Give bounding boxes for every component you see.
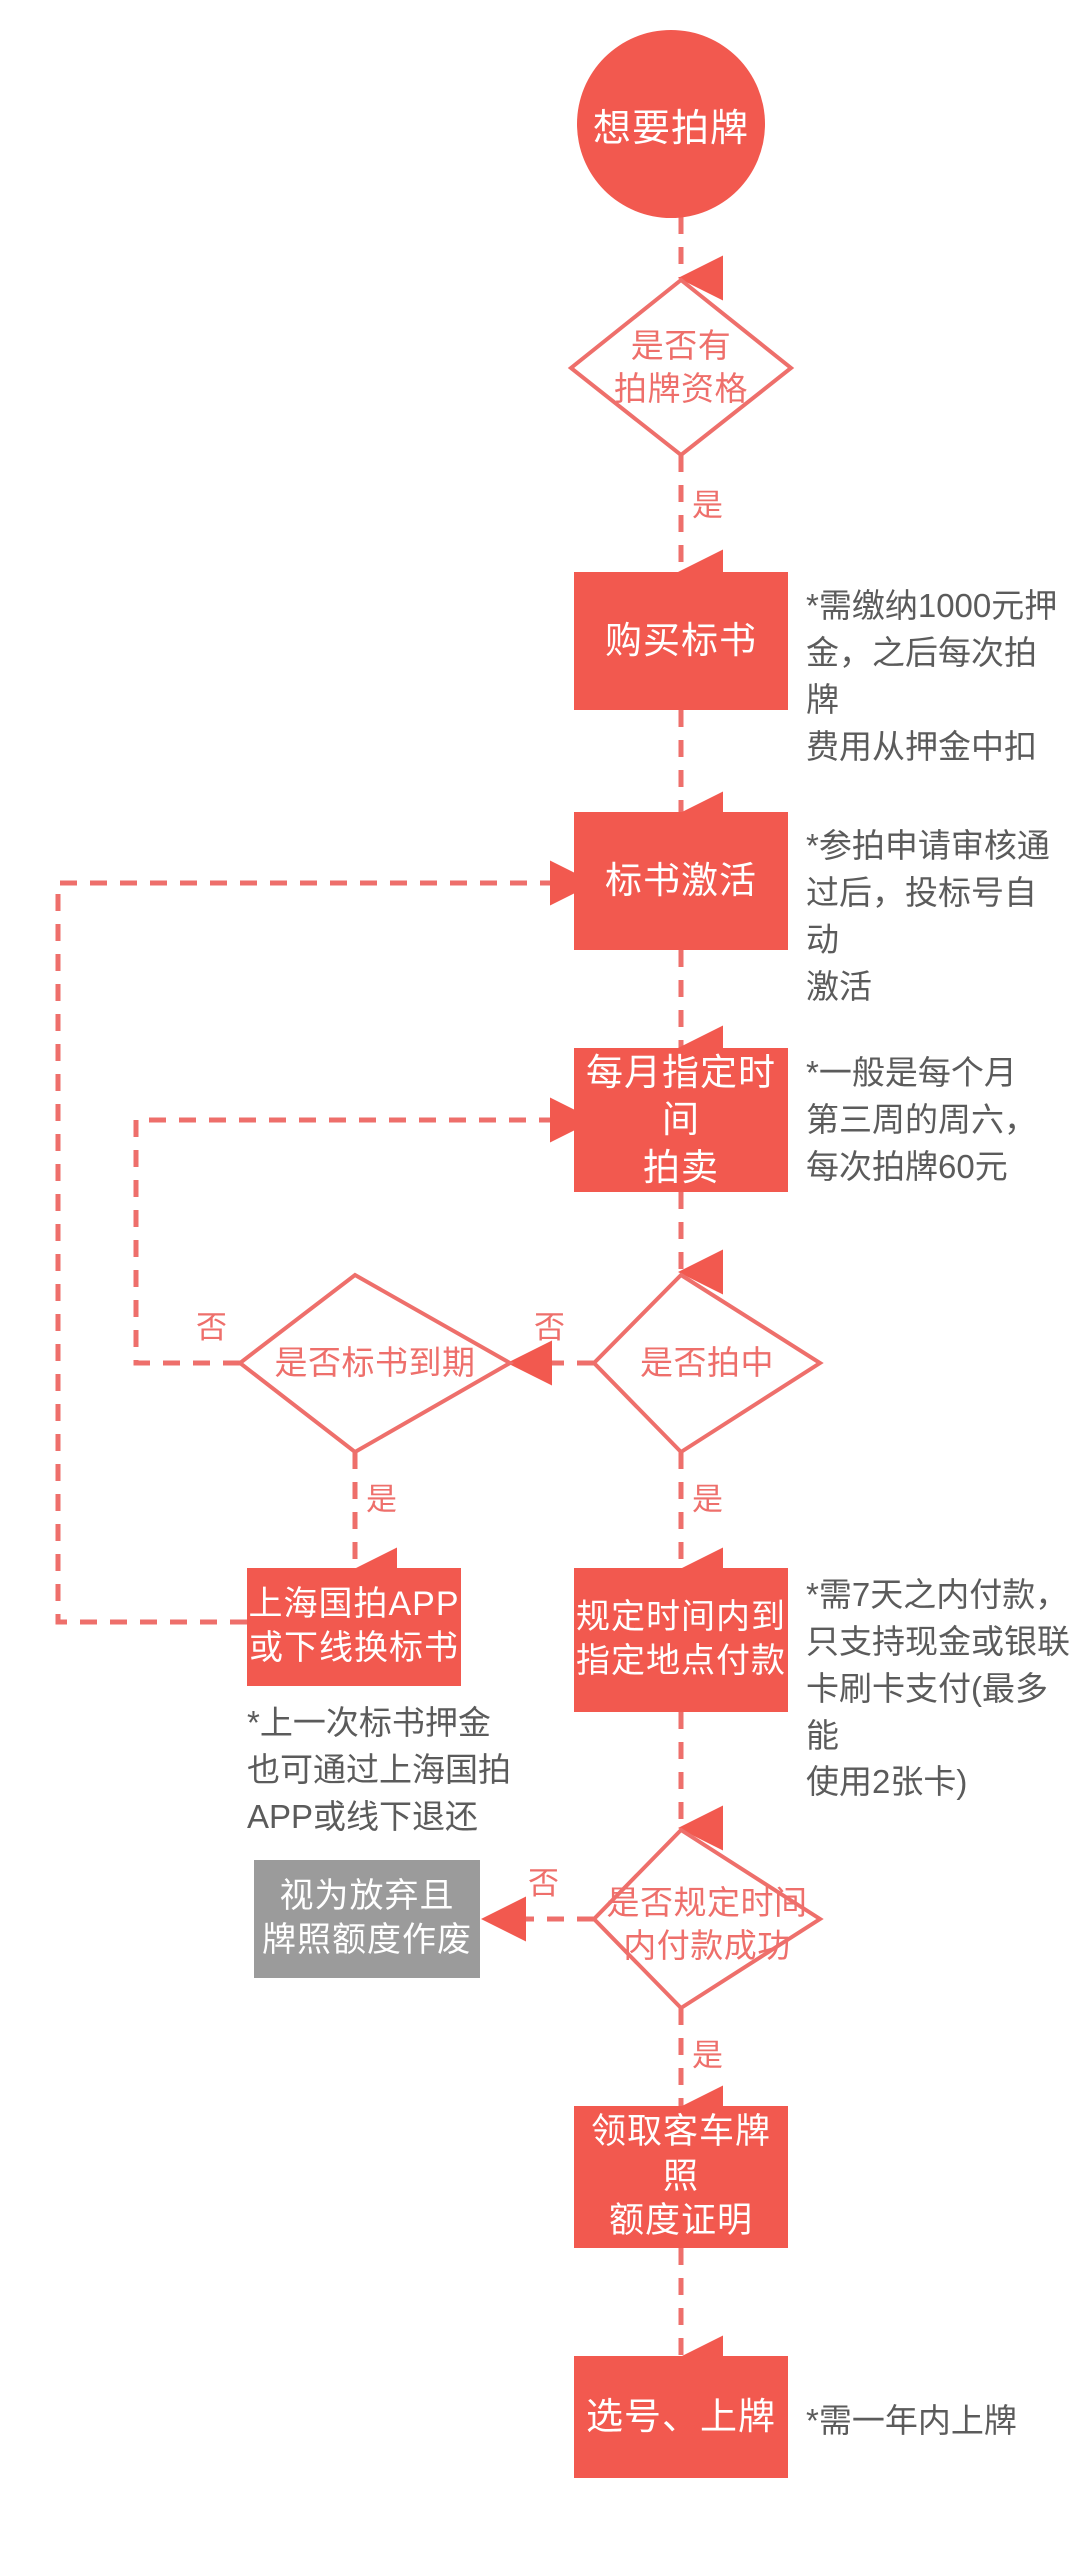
edge-renew-to-activate (55, 860, 596, 1625)
node-start-label: 想要拍牌 (592, 107, 749, 150)
diamond-paid (591, 1827, 824, 2011)
node-renew-bid[interactable]: 上海国拍APP 或下线换标书 (247, 1568, 461, 1686)
diamond-expired (236, 1272, 515, 1455)
node-pay-onsite-label: 规定时间内到 指定地点付款 (576, 1598, 786, 1680)
diamond-won (591, 1272, 824, 1455)
node-buy-bid-label: 购买标书 (605, 620, 757, 662)
node-monthly-auction[interactable]: 每月指定时间 拍卖 (574, 1048, 788, 1192)
edge-label-paid-no: 否 (528, 1866, 559, 1901)
diamond-qualify (567, 277, 795, 458)
node-buy-bid[interactable]: 购买标书 (574, 572, 788, 710)
node-monthly-auction-label: 每月指定时间 拍卖 (586, 1051, 776, 1188)
edge-label-won-yes: 是 (692, 1482, 723, 1517)
node-get-certificate[interactable]: 领取客车牌照 额度证明 (574, 2106, 788, 2248)
node-decision-qualify-label: 是否有 拍牌资格 (571, 318, 791, 418)
node-pick-plate-label: 选号、上牌 (586, 2396, 776, 2438)
node-start[interactable]: 想要拍牌 (577, 30, 765, 218)
decision-won-text: 是否拍中 (640, 1343, 774, 1381)
edge-label-won-no: 否 (534, 1310, 565, 1345)
node-forfeit-label: 视为放弃且 牌照额度作废 (262, 1877, 472, 1959)
note-pick-plate: *需一年内上牌 (806, 2402, 1017, 2439)
edge-label-paid-yes: 是 (692, 2038, 723, 2073)
decision-paid-text: 是否规定时间 内付款成功 (606, 1884, 808, 1964)
edge-label-expired-no: 否 (196, 1310, 227, 1345)
node-decision-expired-label: 是否标书到期 (240, 1338, 510, 1388)
node-activate-bid[interactable]: 标书激活 (574, 812, 788, 950)
node-pay-onsite[interactable]: 规定时间内到 指定地点付款 (574, 1568, 788, 1712)
note-activate-bid: *参拍申请审核通 过后，投标号自动 激活 (806, 827, 1050, 1005)
note-monthly-auction: *一般是每个月 第三周的周六， 每次拍牌60元 (806, 1054, 1037, 1185)
note-pay-onsite: *需7天之内付款， 只支持现金或银联 卡刷卡支付(最多能 使用2张卡) (806, 1576, 1070, 1801)
node-decision-paid-label: 是否规定时间 内付款成功 (594, 1880, 820, 1970)
node-renew-bid-label: 上海国拍APP 或下线换标书 (248, 1585, 460, 1667)
node-get-certificate-label: 领取客车牌照 额度证明 (590, 2111, 771, 2241)
decision-qualify-text: 是否有 拍牌资格 (614, 327, 748, 407)
node-decision-won-label: 是否拍中 (594, 1338, 820, 1388)
node-pick-plate[interactable]: 选号、上牌 (574, 2356, 788, 2478)
edge-label-expired-yes: 是 (366, 1482, 397, 1517)
node-forfeit[interactable]: 视为放弃且 牌照额度作废 (254, 1860, 480, 1978)
edge-label-qualify-yes: 是 (692, 488, 723, 523)
decision-expired-text: 是否标书到期 (274, 1343, 476, 1381)
note-renew-bid: *上一次标书押金 也可通过上海国拍 APP或线下退还 (247, 1704, 511, 1835)
note-buy-bid: *需缴纳1000元押 金，之后每次拍牌 费用从押金中扣 (806, 587, 1058, 765)
node-activate-bid-label: 标书激活 (605, 860, 757, 902)
